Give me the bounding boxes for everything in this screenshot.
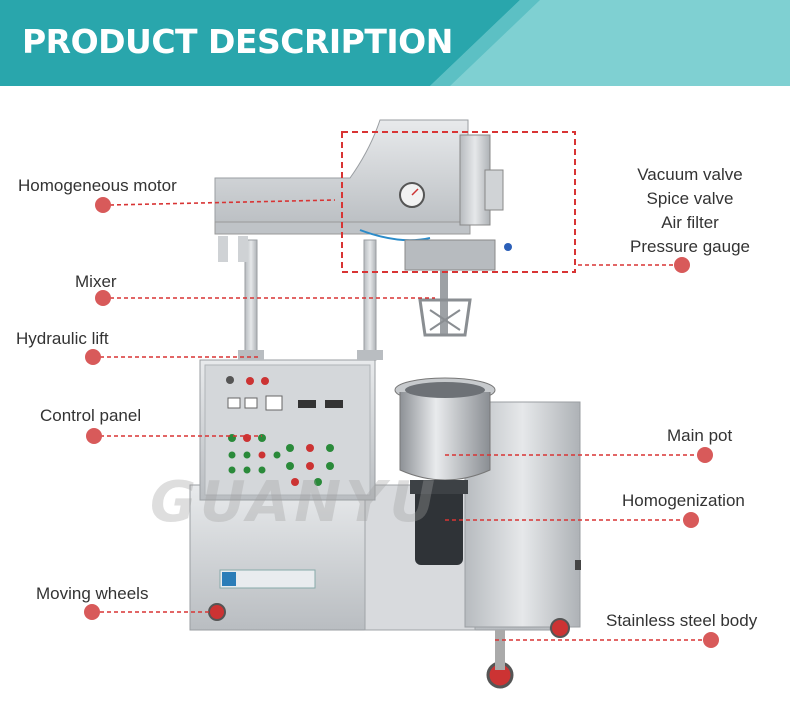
page-title: PRODUCT DESCRIPTION: [22, 22, 453, 61]
label-spice-valve: Spice valve: [646, 189, 734, 208]
label-stainless-steel-body: Stainless steel body: [606, 611, 758, 630]
watermark: GUANYU: [150, 470, 440, 535]
label-air-filter: Air filter: [661, 213, 719, 232]
valve-assembly: [359, 134, 512, 271]
label-hydraulic-lift: Hydraulic lift: [16, 329, 109, 348]
dot-control-panel: [86, 428, 102, 444]
label-homogenization: Homogenization: [622, 491, 745, 510]
label-homogeneous-motor: Homogeneous motor: [18, 176, 177, 195]
label-moving-wheels: Moving wheels: [36, 584, 149, 603]
valve-highlight-box: [341, 131, 576, 273]
dot-moving-wheels: [84, 604, 100, 620]
dot-homogeneous-motor: [95, 197, 111, 213]
valve-callout-stack: Vacuum valve Spice valve Air filter Pres…: [612, 163, 768, 259]
mixer-paddle: [418, 270, 472, 337]
header-banner: PRODUCT DESCRIPTION: [0, 0, 790, 86]
banner-background: [0, 0, 790, 86]
label-control-panel: Control panel: [40, 406, 142, 425]
hydraulic-lift-columns: [238, 239, 383, 361]
main-pot: [394, 377, 496, 481]
dot-main-pot: [697, 447, 713, 463]
dot-valve-group: [674, 257, 690, 273]
label-main-pot: Main pot: [667, 426, 733, 445]
homogenization-motor: [410, 480, 468, 565]
label-pressure-gauge: Pressure gauge: [629, 237, 751, 256]
label-mixer: Mixer: [75, 272, 117, 291]
mixer-machine-illustration: [100, 119, 710, 689]
moving-wheels: [208, 603, 570, 689]
label-vacuum-valve: Vacuum valve: [637, 165, 743, 184]
dot-hydraulic-lift: [85, 349, 101, 365]
dot-stainless-steel-body: [703, 632, 719, 648]
control-panel-buttons: [219, 376, 343, 589]
dot-mixer: [95, 290, 111, 306]
dot-homogenization: [683, 512, 699, 528]
leader-lines: [100, 199, 710, 641]
